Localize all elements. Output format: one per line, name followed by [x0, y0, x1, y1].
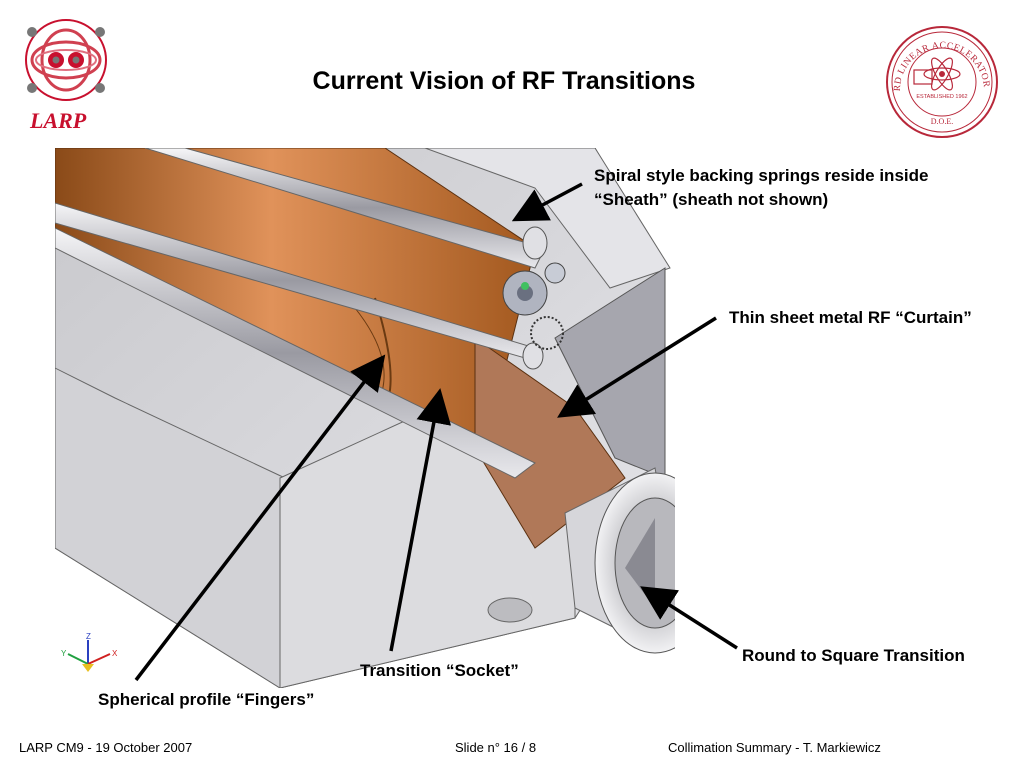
- seal-center-text: ESTABLISHED 1962: [916, 94, 967, 100]
- footer-slide-number: Slide n° 16 / 8: [455, 740, 537, 755]
- rf-transition-cad-figure: [55, 148, 675, 688]
- arrow-socket: [389, 388, 452, 652]
- callout-springs-line1: Spiral style backing springs reside insi…: [594, 166, 929, 185]
- axis-label-z: Z: [86, 632, 91, 641]
- callout-springs: Spiral style backing springs reside insi…: [594, 164, 1004, 212]
- callout-springs-line2: “Sheath” (sheath not shown): [594, 190, 829, 209]
- slide-title: Current Vision of RF Transitions: [312, 67, 696, 95]
- arrow-round-to-square: [640, 586, 738, 650]
- arrow-springs: [511, 182, 583, 222]
- arrow-curtain: [557, 316, 717, 418]
- callout-curtain: Thin sheet metal RF “Curtain”: [729, 308, 972, 327]
- slac-seal-logo: STANFORD LINEAR ACCELERATOR CENTER ESTAB…: [884, 24, 998, 138]
- arrow-fingers: [134, 354, 386, 682]
- axis-triad-icon: Z Y X: [61, 632, 118, 672]
- seal-bottom-text: D.O.E.: [931, 117, 953, 126]
- footer-left: LARP CM9 - 19 October 2007: [19, 740, 193, 755]
- axis-label-x: X: [112, 649, 118, 658]
- callout-fingers: Spherical profile “Fingers”: [98, 690, 315, 709]
- axis-label-y: Y: [61, 649, 67, 658]
- larp-logo: [25, 19, 107, 101]
- larp-logo-text: LARP: [30, 108, 87, 133]
- callout-socket: Transition “Socket”: [360, 661, 519, 680]
- footer-right: Collimation Summary - T. Markiewicz: [668, 740, 881, 755]
- callout-round-to-square: Round to Square Transition: [742, 646, 965, 665]
